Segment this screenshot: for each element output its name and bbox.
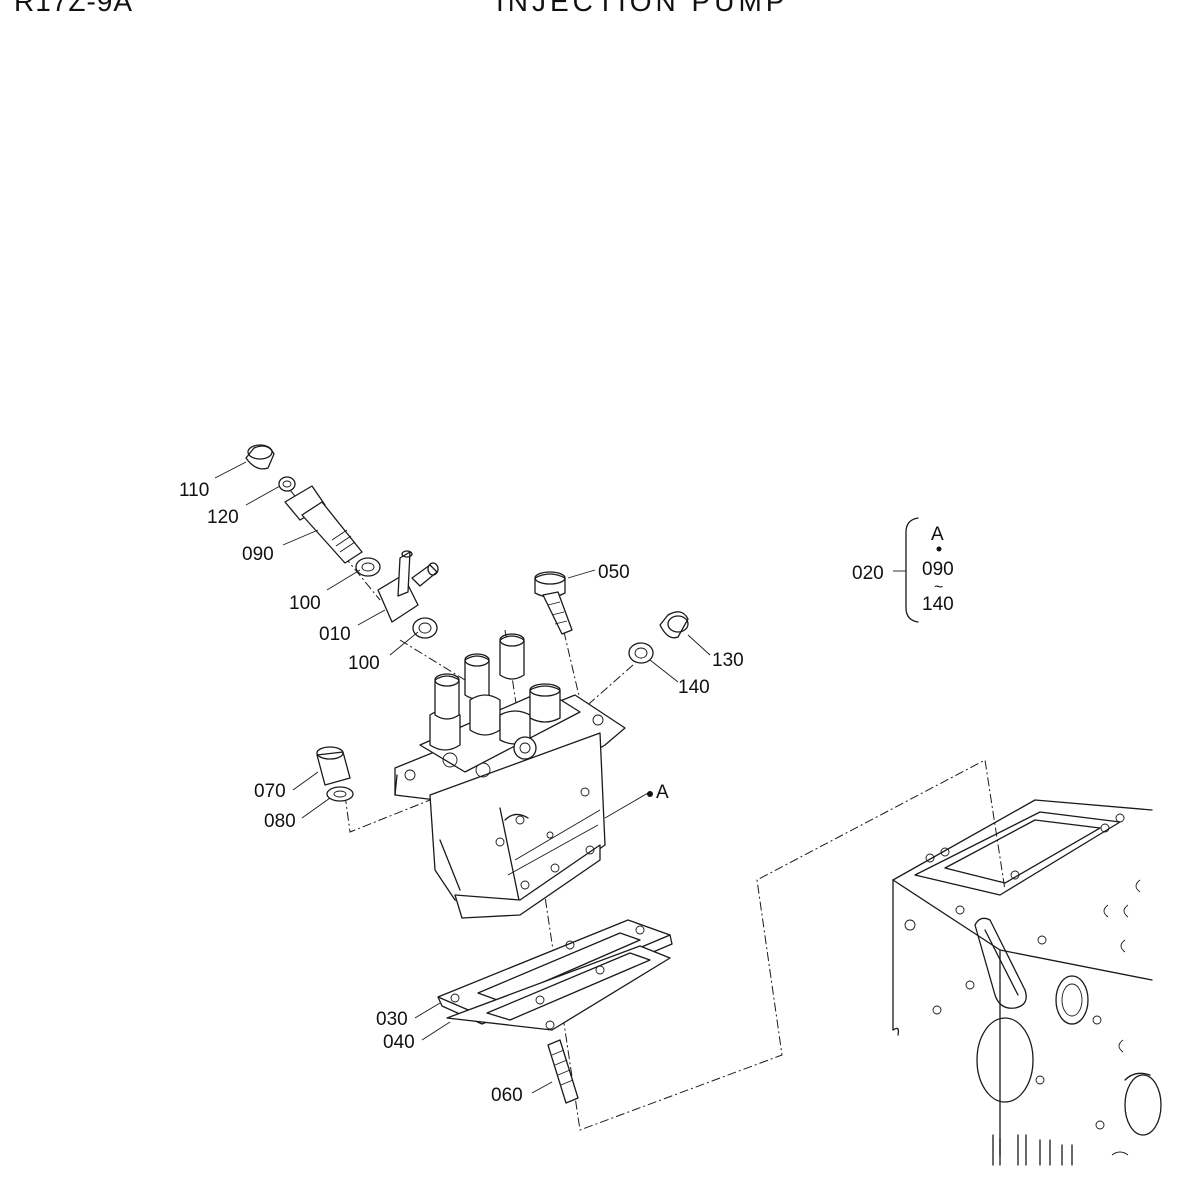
assembly-tilde: ~ <box>934 579 943 596</box>
label-120: 120 <box>207 507 239 528</box>
plug-130 <box>659 611 689 639</box>
gaskets <box>437 919 673 1031</box>
label-140: 140 <box>678 677 710 698</box>
model-number: R17Z-9A <box>14 0 134 17</box>
washer-120 <box>278 476 296 492</box>
stud-060 <box>547 1039 579 1104</box>
label-050: 050 <box>598 562 630 583</box>
pump-body <box>394 633 626 919</box>
washer-100-upper <box>355 557 381 577</box>
bolt-050 <box>534 571 573 635</box>
label-020: 020 <box>852 563 884 584</box>
diagram-title: INJECTION PUMP <box>496 0 789 17</box>
label-070: 070 <box>254 781 286 802</box>
washer-080 <box>326 786 354 802</box>
bolt-110 <box>245 444 275 470</box>
assembly-ref-a: A <box>931 524 944 545</box>
label-010: 010 <box>319 624 351 645</box>
label-090: 090 <box>242 544 274 565</box>
cap-070 <box>316 746 351 786</box>
label-100-upper: 100 <box>289 593 321 614</box>
label-100-lower: 100 <box>348 653 380 674</box>
label-110: 110 <box>179 480 209 501</box>
assembly-note-dot <box>936 546 942 552</box>
washer-100-lower <box>412 617 438 639</box>
label-040: 040 <box>383 1032 415 1053</box>
fitting-010 <box>377 550 439 623</box>
assembly-to-140: 140 <box>922 594 954 615</box>
label-080: 080 <box>264 811 296 832</box>
assembly-from-090: 090 <box>922 559 954 580</box>
label-030: 030 <box>376 1009 408 1030</box>
callout-a: A <box>656 782 669 803</box>
banjo-bolt-090 <box>284 485 363 564</box>
engine-block <box>892 799 1162 1166</box>
label-130: 130 <box>712 650 744 671</box>
callout-a-dot <box>647 791 653 797</box>
washer-140 <box>628 642 654 664</box>
leader-lines <box>214 461 919 1094</box>
label-060: 060 <box>491 1085 523 1106</box>
